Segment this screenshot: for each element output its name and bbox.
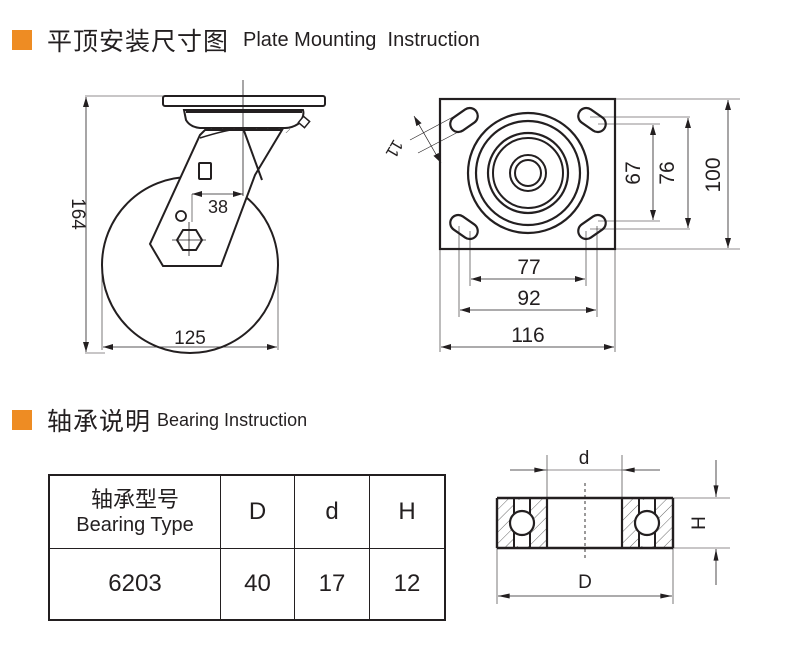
caster-side-view <box>83 80 326 354</box>
section-title-en: Plate Mounting Instruction <box>243 28 480 51</box>
bearing-cross-section <box>495 455 730 604</box>
dim-76-label: 76 <box>656 161 679 184</box>
grease-hole <box>175 210 187 222</box>
header-type-en: Bearing Type <box>76 514 194 536</box>
cell-H: 12 <box>369 548 446 621</box>
top-plate <box>162 95 326 107</box>
section-title-en: Bearing Instruction <box>157 409 308 430</box>
section-title-cn: 轴承说明 <box>47 407 152 436</box>
mount-slot-tr <box>577 106 607 134</box>
dim-77-label: 77 <box>517 256 540 279</box>
cell-D: 40 <box>220 548 295 621</box>
header-H: H <box>369 474 446 549</box>
header-D: D <box>220 474 295 549</box>
dim-116-label: 116 <box>511 324 544 347</box>
ball-left <box>508 509 536 537</box>
header-type-cn: 轴承型号 <box>90 488 179 513</box>
section-title-cn: 平顶安装尺寸图 <box>47 27 230 56</box>
bearing-table: 轴承型号 Bearing Type D d H 6203 40 17 12 <box>48 474 446 621</box>
mount-slot-bl <box>449 213 479 241</box>
bearing-d-label: d <box>579 448 590 469</box>
table-header-row: 轴承型号 Bearing Type D d H <box>48 474 446 549</box>
cell-d: 17 <box>294 548 370 621</box>
dim-164-label: 164 <box>67 198 88 230</box>
mount-slot-br <box>577 213 607 241</box>
dim-38-label: 38 <box>208 197 228 217</box>
cell-type: 6203 <box>48 548 221 621</box>
dim-11-label: 11 <box>382 136 407 161</box>
bearing-H-label: H <box>689 516 710 530</box>
header-d: d <box>294 474 370 549</box>
orange-square-icon <box>12 410 32 430</box>
brake-nut <box>297 115 311 129</box>
section-header-plate-mounting: 平顶安装尺寸图 Plate Mounting Instruction <box>12 22 480 58</box>
table-row: 6203 40 17 12 <box>48 548 446 621</box>
dim-92-label: 92 <box>517 287 540 310</box>
bearing-D-label: D <box>578 572 592 593</box>
dim-100-label: 100 <box>702 157 725 192</box>
mount-slot-tl <box>449 106 479 134</box>
orange-square-icon <box>12 30 32 50</box>
section-header-bearing: 轴承说明 Bearing Instruction <box>12 402 307 438</box>
plate-top-view <box>409 97 740 352</box>
dim-125-label: 125 <box>174 328 206 349</box>
fork-slot <box>198 162 212 180</box>
dim-67-label: 67 <box>622 161 645 184</box>
header-bearing-type: 轴承型号 Bearing Type <box>48 474 221 549</box>
ball-right <box>633 509 661 537</box>
fork <box>148 129 284 267</box>
